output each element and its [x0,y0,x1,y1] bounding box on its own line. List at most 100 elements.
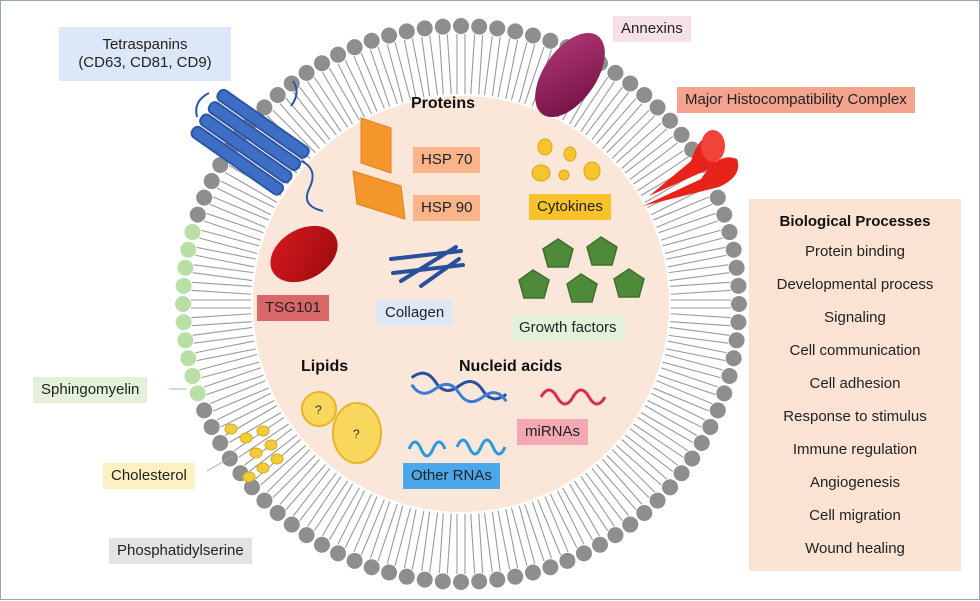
lipid-tail [369,501,398,562]
lipid-head [709,402,726,419]
lipid-head [721,224,738,241]
mirnas-label: miRNAs [517,419,588,445]
lipid-head [283,516,300,533]
other-rna-strand [455,438,507,456]
lipid-head [381,564,398,581]
lipid-tail [483,511,501,573]
lipid-tail [307,76,349,132]
tetraspanins-label: Tetraspanins (CD63, CD81, CD9) [59,27,231,81]
lipid-head [184,367,201,384]
collagen-label: Collagen [377,300,453,326]
lipid-head [649,492,666,509]
lipid-head [189,206,206,223]
lipid-head [363,559,380,576]
lipid-tail [662,353,723,379]
lipid-head [730,314,747,331]
lipid-tail [483,35,501,97]
biological-processes-title: Biological Processes [779,213,931,230]
lipid-head [330,46,347,63]
lipid-tail [596,458,643,510]
lipid-head [728,332,745,349]
proteins-heading: Proteins [411,95,476,112]
lipid-head [725,241,742,258]
lipid-head [453,18,469,34]
lipid-tail [216,180,275,216]
lipid-tail [647,392,706,428]
lipid-head [416,571,433,588]
lipid-head [177,259,194,276]
lipid-tail [199,229,260,255]
lipid-tail [403,509,425,570]
lipid-head [542,559,559,576]
lipid-tail [670,281,731,295]
other-rnas-label: Other RNAs [403,463,500,489]
lipid-tail [279,98,326,150]
lipid-head [636,86,653,103]
lipid-head [673,465,690,482]
lipid-question-mark: ? [353,427,360,441]
lipid-tail [192,264,254,282]
lipid-tail [195,246,256,268]
lipid-tail [386,42,412,103]
lipid-tail [510,42,536,103]
lipid-head [507,568,524,585]
lipid-head [673,126,690,143]
lipid-tail [615,439,667,486]
lipid-head [725,350,742,367]
lipids-heading: Lipids [301,358,349,375]
lipid-tail [653,196,713,228]
lipid-head [592,536,608,553]
mhc-protein [643,130,739,206]
process-item: Cell communication [789,342,921,359]
lipid-tail [624,428,678,472]
lipid-head [298,527,315,544]
mirna-strand [539,388,607,406]
cholesterol-molecules [224,423,284,483]
lipid-head [298,64,315,81]
lipid-head [175,296,191,312]
lipid-head [575,545,592,562]
lipid-tail [386,505,412,566]
lipid-head [398,568,415,585]
hsp90-protein [352,170,406,220]
growth-factors-label: Growth factors [511,315,625,341]
lipid-head [728,259,745,276]
lipid-tail [668,326,730,344]
lipid-head [381,27,398,44]
lipid-tail [191,299,251,309]
lipid-head [471,573,488,590]
lipid-head [434,18,451,35]
phosphatidylserine-label: Phosphatidylserine [109,538,252,564]
tetraspanin-protein [190,80,324,212]
collagen-fibers [389,245,465,288]
lipid-head [542,32,559,49]
lipid-tail [596,98,643,150]
growth-factor-proteins [518,236,645,303]
lipid-head [453,574,469,590]
lipid-tail [653,380,713,412]
lipid-head [180,241,197,258]
lipid-head [489,571,506,588]
lipid-tail [658,367,719,396]
lipid-head [622,75,639,92]
lipid-question-mark: ? [315,403,322,417]
lipid-head [489,20,506,37]
lipid-head [398,23,415,40]
lipid-head [283,75,300,92]
lipid-tail [510,505,536,566]
lipid-head [709,189,726,206]
lipid-head [221,450,238,467]
lipid-head [716,206,733,223]
lipid-tail [216,392,275,428]
lipid-tail [438,513,452,574]
process-item: Angiogenesis [809,474,901,491]
lipid-tail [307,476,349,532]
lipid-tail [337,59,373,118]
lipid-tail [606,109,656,159]
process-item: Response to stimulus [783,408,927,425]
lipid-head [346,39,363,56]
sphingomyelin-label: Sphingomyelin [33,377,148,403]
lipid-head [269,86,286,103]
lipid-head [314,536,330,553]
